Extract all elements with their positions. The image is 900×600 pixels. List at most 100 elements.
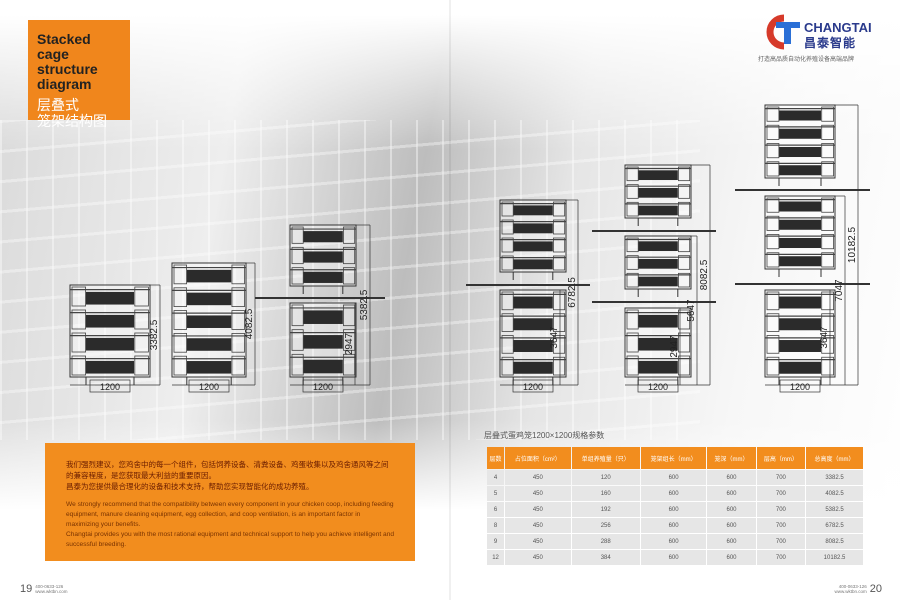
cage-tier bbox=[638, 205, 678, 216]
height-dimension-label: 2947 bbox=[669, 335, 680, 358]
cage-tier bbox=[779, 165, 821, 176]
info-cn-2: 昌泰为您提供最合理化的设备和技术支持，帮助您实现智能化的成功养殖。 bbox=[66, 482, 314, 491]
title-cn-line2: 笼架结构图 bbox=[37, 113, 107, 129]
title-cn-line1: 层叠式 bbox=[37, 97, 79, 113]
width-dimension-label: 1200 bbox=[648, 382, 668, 392]
width-dimension-label: 1200 bbox=[523, 382, 543, 392]
cage-tier bbox=[638, 360, 678, 374]
table-cell: 4082.5 bbox=[806, 486, 863, 501]
height-dimension-label: 5647 bbox=[686, 299, 697, 322]
footer-phone: 400-0633-126 bbox=[838, 584, 867, 589]
cage-tier bbox=[779, 110, 821, 121]
width-dimension-label: 1200 bbox=[790, 382, 810, 392]
cage-tier bbox=[86, 360, 134, 374]
cage-tier bbox=[779, 340, 821, 352]
height-dimension-label: 5382.5 bbox=[359, 289, 370, 320]
width-dimension-box bbox=[188, 379, 230, 393]
cage-tier bbox=[638, 314, 678, 328]
cage-tier bbox=[638, 276, 678, 287]
cage-block bbox=[69, 284, 151, 385]
cage-tier bbox=[186, 269, 232, 283]
table-cell: 450 bbox=[505, 534, 571, 549]
page-spine bbox=[449, 0, 451, 600]
height-dimension-label: 10182.5 bbox=[847, 226, 858, 263]
table-cell: 600 bbox=[707, 550, 756, 565]
footer-web: www.wktbn.com bbox=[35, 589, 68, 594]
info-box: 我们强烈建议，您鸡舍中的每一个组件，包括饲养设备、清粪设备、鸡蛋收集以及鸡舍通风… bbox=[45, 443, 415, 561]
table-cell: 450 bbox=[505, 518, 571, 533]
cage-tier bbox=[638, 241, 678, 252]
table-cell: 160 bbox=[571, 486, 640, 501]
table-cell: 600 bbox=[640, 470, 707, 485]
cage-tier bbox=[303, 271, 343, 283]
table-cell: 600 bbox=[640, 486, 707, 501]
cage-tier bbox=[186, 292, 232, 306]
table-cell: 3382.5 bbox=[806, 470, 863, 485]
table-cell: 4 bbox=[487, 470, 505, 485]
table-cell: 700 bbox=[756, 518, 806, 533]
column-header: 单组养殖量（只） bbox=[571, 447, 640, 469]
cage-tier bbox=[779, 201, 821, 212]
spec-table: 层数占位面积（cm²）单组养殖量（只）笼架组长（mm）笼深（mm）层高（mm）总… bbox=[486, 446, 864, 566]
cage-tier bbox=[513, 259, 553, 270]
info-cn-1: 我们强烈建议，您鸡舍中的每一个组件，包括饲养设备、清粪设备、鸡蛋收集以及鸡舍通风… bbox=[66, 460, 389, 480]
title-en: Stacked cage structure diagram bbox=[37, 31, 98, 92]
cage-tier bbox=[638, 258, 678, 269]
logo-name: CHANGTAI bbox=[804, 20, 872, 35]
info-en: We strongly recommend that the compatibi… bbox=[66, 500, 395, 550]
table-cell: 700 bbox=[756, 534, 806, 549]
cage-tier bbox=[513, 318, 553, 331]
width-dimension-label: 1200 bbox=[199, 382, 219, 392]
logo-tagline: 打造高品质自动化养殖设备高端品牌 bbox=[758, 57, 855, 63]
info-en-1: We strongly recommend that the compatibi… bbox=[66, 501, 394, 528]
table-cell: 5382.5 bbox=[806, 502, 863, 517]
height-dimension-label: 7047 bbox=[834, 279, 845, 302]
table-cell: 600 bbox=[640, 534, 707, 549]
cage-photo-overlay bbox=[0, 120, 700, 440]
cage-tier bbox=[779, 361, 821, 374]
column-header: 总高度（mm） bbox=[806, 447, 863, 469]
table-cell: 6782.5 bbox=[806, 518, 863, 533]
title-cn: 层叠式笼架结构图 bbox=[37, 97, 124, 129]
height-dimension-label: 2947 bbox=[344, 332, 355, 355]
page-number-right: 20 bbox=[869, 583, 882, 595]
cage-tier bbox=[186, 315, 232, 328]
logo-mark-icon bbox=[766, 14, 800, 50]
cage-tier bbox=[513, 361, 553, 374]
cage-tier bbox=[86, 291, 134, 305]
table-cell: 8082.5 bbox=[806, 534, 863, 549]
cage-block bbox=[499, 289, 567, 385]
width-dimension-box bbox=[637, 379, 679, 393]
cage-tier bbox=[303, 359, 343, 374]
table-cell: 450 bbox=[505, 486, 571, 501]
height-dimension-label: 4082.5 bbox=[244, 308, 255, 339]
cage-block bbox=[624, 164, 692, 226]
width-dimension-box bbox=[512, 379, 554, 393]
table-title: 层叠式蛋鸡笼1200×1200规格参数 bbox=[484, 431, 605, 440]
footer-web: www.wktbn.com bbox=[834, 589, 867, 594]
cage-tier bbox=[86, 337, 134, 351]
height-dimension-label: 3647 bbox=[549, 326, 560, 349]
footer-phone: 400-0633-126 bbox=[35, 584, 64, 589]
table-cell: 600 bbox=[640, 502, 707, 517]
height-dimension-label: 3647 bbox=[819, 326, 830, 349]
cage-tier bbox=[303, 231, 343, 243]
table-cell: 6 bbox=[487, 502, 505, 517]
table-cell: 600 bbox=[707, 486, 756, 501]
table-cell: 600 bbox=[707, 502, 756, 517]
logo-cn-name: 昌泰智能 bbox=[804, 36, 857, 50]
cage-tier bbox=[779, 146, 821, 158]
table-cell: 600 bbox=[640, 518, 707, 533]
table-cell: 700 bbox=[756, 550, 806, 565]
